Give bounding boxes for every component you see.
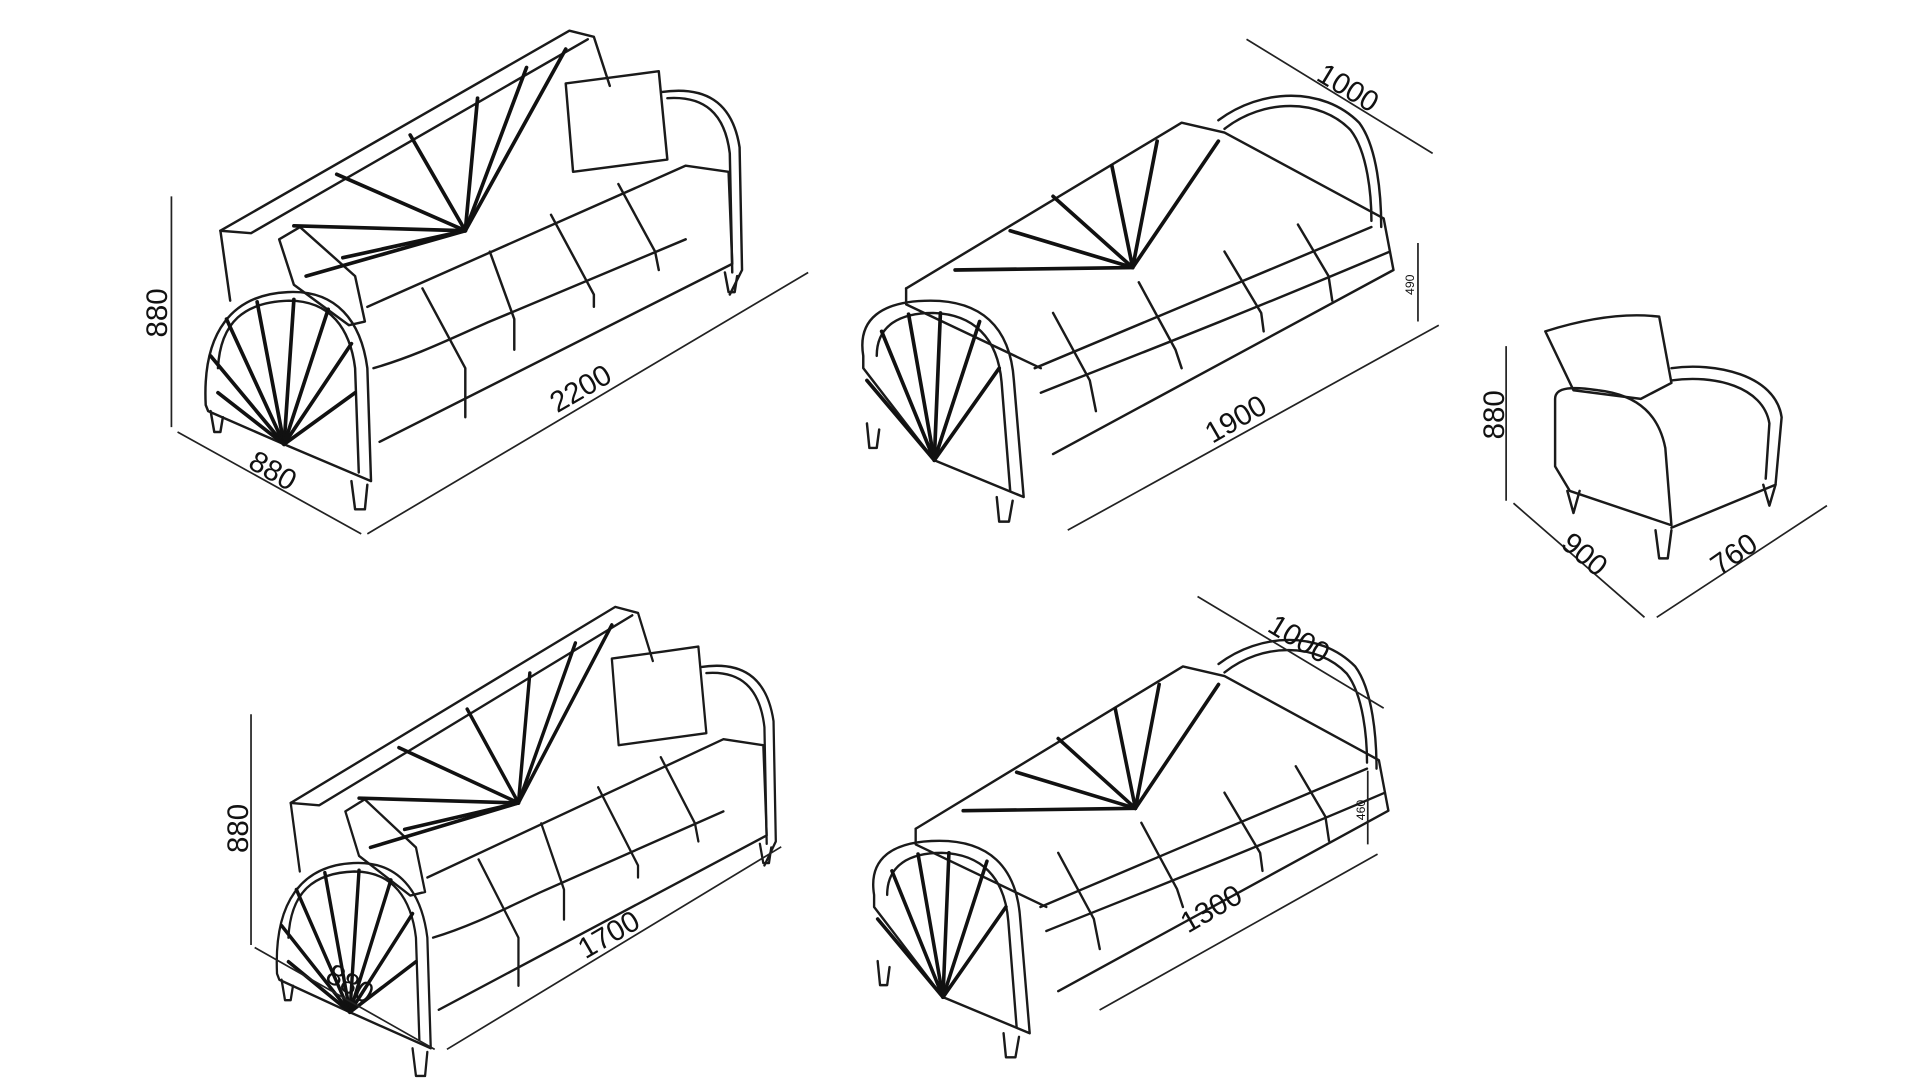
bed3-depth: 1000 [1311,57,1384,119]
sofa2-width: 1700 [572,904,645,965]
bed3-length: 1900 [1199,389,1272,450]
dimension-lines [170,38,1828,1051]
chair-width: 900 [1555,526,1614,583]
bed2-depth: 1000 [1262,608,1335,670]
bed2-length: 1300 [1175,878,1248,939]
armchair [1544,314,1783,560]
two-seat-sofa [274,605,778,1078]
chair-depth: 760 [1705,527,1764,582]
two-seat-sofa-bed [871,638,1391,1060]
sofa3-height: 880 [141,288,174,337]
sofa3-width: 2200 [544,358,617,419]
three-seat-sofa-bed [860,93,1396,524]
bed2-seat-height: 460 [1354,800,1368,821]
three-seat-sofa [203,28,744,512]
sofa3-depth: 880 [243,444,302,497]
chair-height: 880 [1478,390,1511,439]
bed3-seat-height: 490 [1403,274,1417,295]
sofa2-height: 880 [222,804,255,853]
